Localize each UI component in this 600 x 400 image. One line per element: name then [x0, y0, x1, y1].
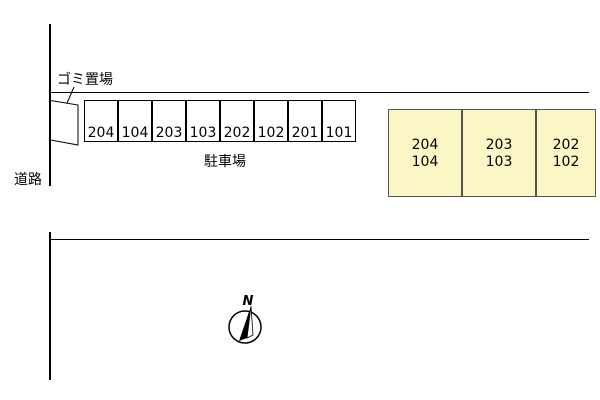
north-compass-icon: N — [228, 294, 262, 344]
parking-slot: 201 — [288, 100, 322, 142]
road-edge-upper-left — [49, 24, 51, 186]
parking-slot-number: 102 — [257, 125, 285, 141]
lot-boundary-top — [49, 92, 589, 93]
parking-slot: 101 — [322, 100, 356, 142]
garbage-area — [50, 100, 79, 146]
parking-slot: 202 — [220, 100, 254, 142]
building-upper-unit: 203 — [485, 137, 513, 153]
parking-slot: 203 — [152, 100, 186, 142]
parking-slot-number: 104 — [121, 125, 149, 141]
lot-boundary-bottom — [49, 239, 589, 240]
parking-slot: 104 — [118, 100, 152, 142]
parking-slot: 204 — [84, 100, 118, 142]
road-edge-lower-left — [49, 232, 51, 380]
building-lower-unit: 104 — [411, 154, 439, 170]
building-upper-unit: 204 — [411, 137, 439, 153]
parking-slot-number: 101 — [325, 125, 353, 141]
parking-slot-number: 201 — [291, 125, 319, 141]
parking-slot-number: 203 — [155, 125, 183, 141]
parking-slot: 102 — [254, 100, 288, 142]
north-label: N — [243, 294, 254, 309]
parking-slot-number: 204 — [87, 125, 115, 141]
parking-label: 駐車場 — [204, 154, 246, 170]
building-lower-unit: 102 — [552, 154, 580, 170]
garbage-area-label: ゴミ置場 — [57, 72, 113, 88]
building-lower-unit: 103 — [485, 154, 513, 170]
parking-slot: 103 — [186, 100, 220, 142]
parking-slot-number: 103 — [189, 125, 217, 141]
parking-slot-number: 202 — [223, 125, 251, 141]
building-upper-unit: 202 — [552, 137, 580, 153]
road-label: 道路 — [14, 172, 42, 188]
